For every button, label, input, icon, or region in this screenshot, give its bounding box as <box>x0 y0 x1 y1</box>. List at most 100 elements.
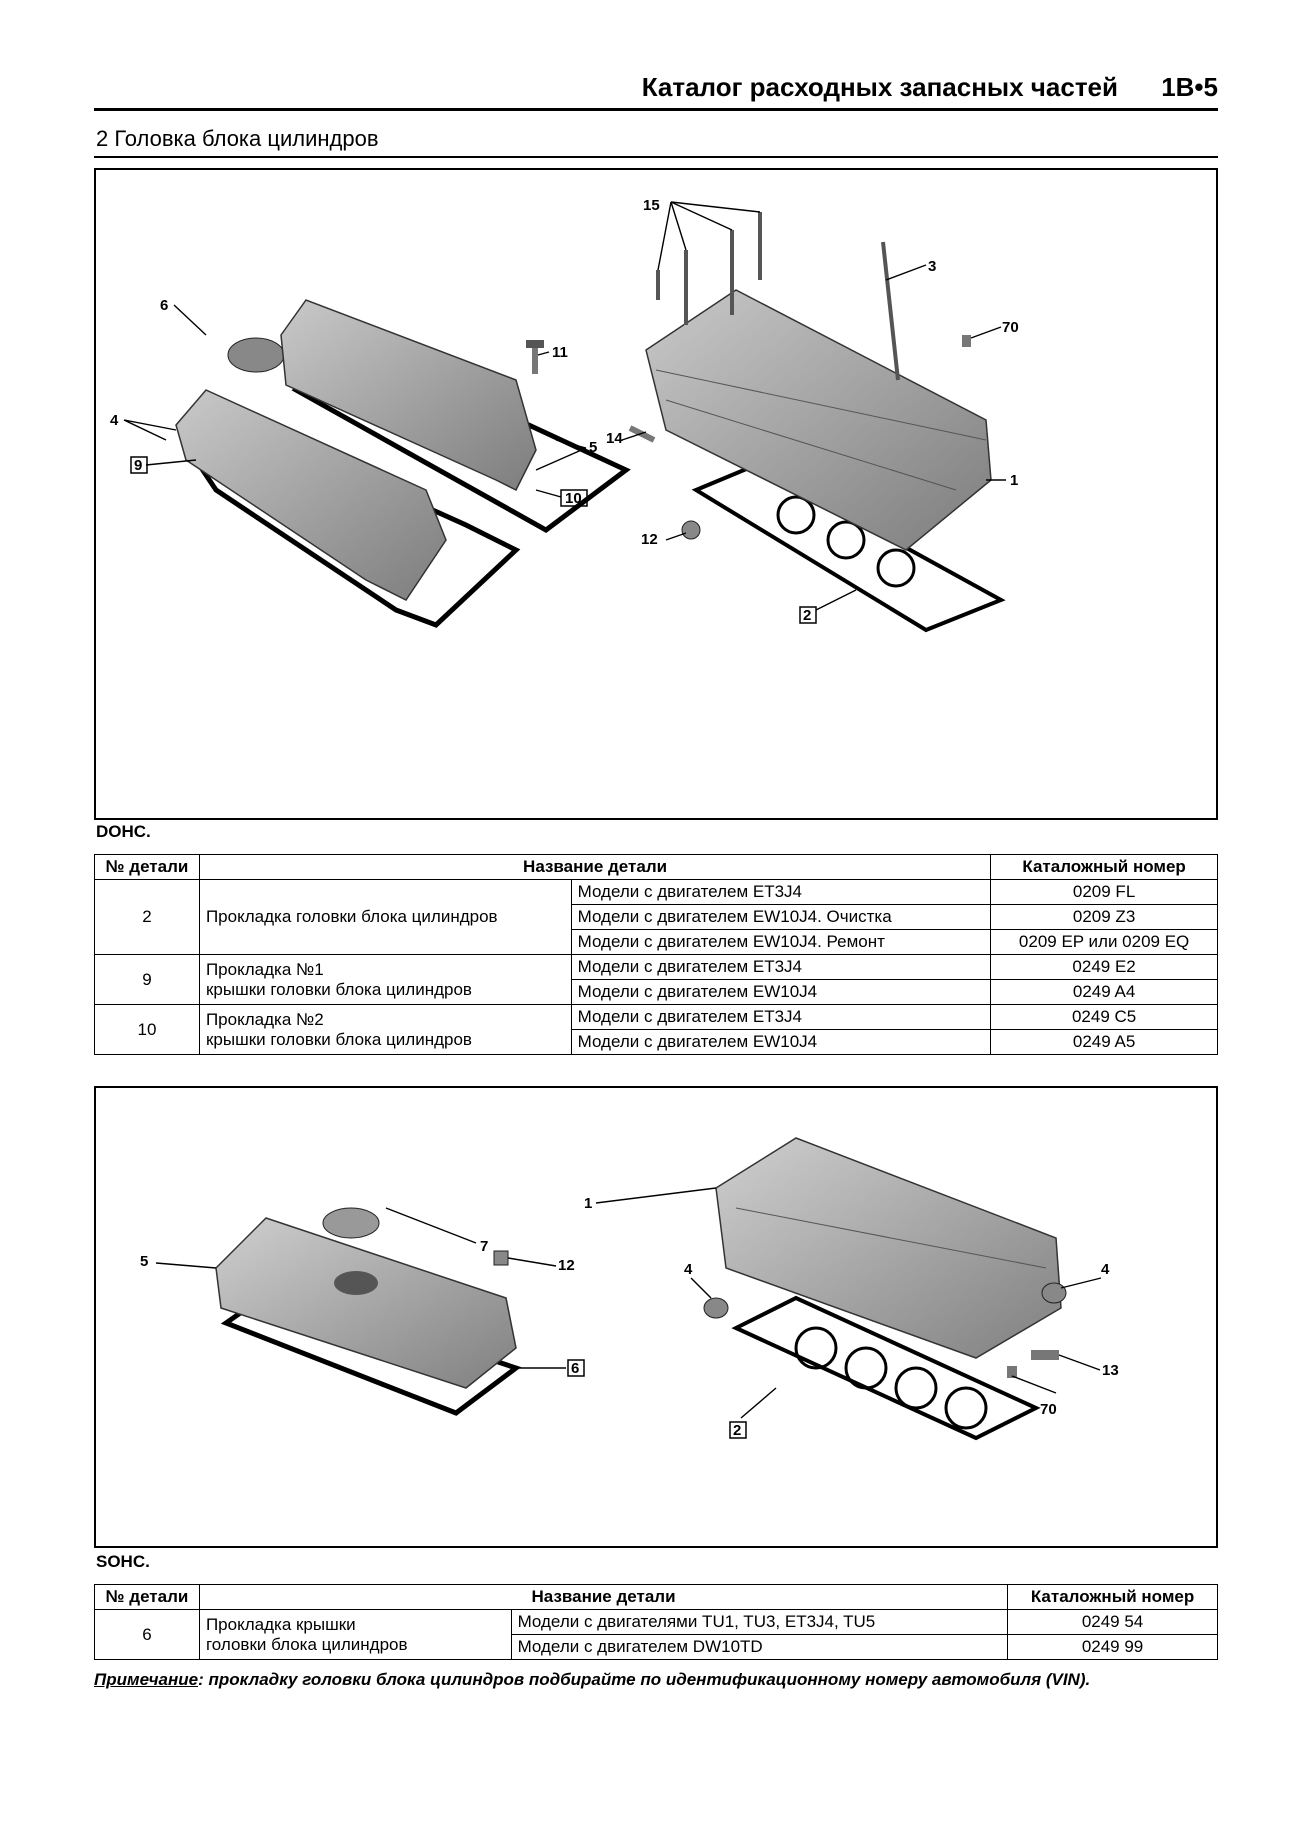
catalog-cell: 0209 Z3 <box>990 904 1218 930</box>
callout-4-right: 4 <box>1101 1261 1110 1278</box>
header-part-number: № детали <box>94 1584 200 1610</box>
caption-sohc: SOHC. <box>96 1552 150 1571</box>
dohc-illustration: 15 3 70 6 11 4 9 5 10 14 1 12 2 <box>110 197 1019 633</box>
callout-14: 14 <box>606 430 623 447</box>
catalog-cell: 0249 A5 <box>990 1029 1218 1055</box>
callout-13: 13 <box>1102 1362 1119 1379</box>
part-name-line2: крышки головки блока цилиндров <box>205 1029 472 1049</box>
nut-12 <box>493 1250 509 1266</box>
part-name: Прокладка №2 крышки головки блока цилинд… <box>198 1004 572 1055</box>
cylinder-head <box>645 289 992 551</box>
catalog-cell: 0249 54 <box>1007 1609 1218 1635</box>
part-name: Прокладка №1 крышки головки блока цилинд… <box>198 954 572 1005</box>
callout-4-left: 4 <box>684 1261 693 1278</box>
callout-2: 2 <box>733 1422 741 1439</box>
part-name-line1: Прокладка №1 <box>205 959 324 979</box>
part-number: 6 <box>94 1609 200 1660</box>
leader-lines-sohc <box>155 1187 1102 1419</box>
plugs-and-sensor <box>703 1282 1067 1378</box>
model-cell: Модели с двигателем DW10TD <box>510 1634 1009 1660</box>
part-name-line1: Прокладка №2 <box>205 1009 324 1029</box>
catalog-cell: 0209 FL <box>990 879 1218 905</box>
part-number: 10 <box>94 1004 200 1055</box>
part-name-line1: Прокладка крышки <box>205 1614 356 1634</box>
callout-11: 11 <box>552 344 568 361</box>
page-number: 1B•5 <box>1161 72 1218 102</box>
leader-lines <box>123 201 1006 611</box>
callout-3: 3 <box>928 258 936 275</box>
oil-filler-cap <box>227 337 285 373</box>
catalog-cell: 0249 E2 <box>990 954 1218 980</box>
valve-cover-right <box>280 299 537 492</box>
table-row: 6 Прокладка крышки головки блока цилиндр… <box>94 1609 1218 1660</box>
section-title: 2 Головка блока цилиндров <box>96 126 379 151</box>
table-row: Модели с двигателем EW10J4 0249 A5 <box>95 1029 1218 1055</box>
header-title: Каталог расходных запасных частей <box>641 72 1118 102</box>
parts-table-sohc: № детали Название детали Каталожный номе… <box>94 1584 1218 1660</box>
table-row: 10 Прокладка №2 крышки головки блока цил… <box>94 1004 1218 1055</box>
part-number: 9 <box>94 954 200 1005</box>
oil-filler-cap-sohc <box>322 1207 380 1239</box>
footnote: Примечание: прокладку головки блока цили… <box>94 1670 1090 1690</box>
valve-cover-left <box>175 389 447 601</box>
callout-6: 6 <box>571 1360 579 1377</box>
callout-1: 1 <box>584 1195 592 1212</box>
part-name-line2: крышки головки блока цилиндров <box>205 979 472 999</box>
callout-70: 70 <box>1002 319 1019 336</box>
catalog-cell: 0249 A4 <box>990 979 1218 1005</box>
part-number: 2 <box>94 879 200 955</box>
table-row: Модели с двигателем EW10J4 0249 A4 <box>95 979 1218 1005</box>
bolt-11 <box>526 340 544 374</box>
header-part-name: Название детали <box>198 854 992 880</box>
callout-4: 4 <box>110 412 119 429</box>
callout-15: 15 <box>643 197 660 214</box>
callout-9: 9 <box>134 457 142 474</box>
part-name: Прокладка крышки головки блока цилиндров <box>198 1609 512 1660</box>
page-header: Каталог расходных запасных частей 1B•5 <box>94 68 1218 111</box>
header-catalog-number: Каталожный номер <box>990 854 1218 880</box>
table-row: Модели с двигателем DW10TD 0249 99 <box>95 1634 1218 1660</box>
callout-70: 70 <box>1040 1401 1057 1418</box>
callout-12: 12 <box>641 531 658 548</box>
catalog-cell: 0249 C5 <box>990 1004 1218 1030</box>
table-row: 9 Прокладка №1 крышки головки блока цили… <box>94 954 1218 1005</box>
head-bolts <box>628 212 971 540</box>
table-row: Модели с двигателем EW10J4. Ремонт 0209 … <box>95 929 1218 955</box>
table-row: Модели с двигателем EW10J4. Очистка 0209… <box>95 904 1218 930</box>
part-name-line2: головки блока цилиндров <box>205 1634 408 1654</box>
model-cell: Модели с двигателем ET3J4 <box>570 879 992 905</box>
header-part-name: Название детали <box>198 1584 1009 1610</box>
callout-5: 5 <box>589 439 597 456</box>
valve-cover-sohc <box>215 1217 517 1389</box>
model-cell: Модели с двигателем ET3J4 <box>570 1004 992 1030</box>
catalog-cell: 0209 EP или 0209 EQ <box>990 929 1218 955</box>
callout-1: 1 <box>1010 472 1018 489</box>
cylinder-head-sohc <box>715 1137 1062 1359</box>
model-cell: Модели с двигателем EW10J4. Ремонт <box>570 929 992 955</box>
note-label: Примечание <box>94 1670 199 1689</box>
header-catalog-number: Каталожный номер <box>1007 1584 1218 1610</box>
model-cell: Модели с двигателем ET3J4 <box>570 954 992 980</box>
parts-table-dohc: № детали Название детали Каталожный номе… <box>94 854 1218 1055</box>
model-cell: Модели с двигателем EW10J4. Очистка <box>570 904 992 930</box>
sohc-illustration: 7 5 12 6 1 4 4 13 70 2 <box>140 1137 1119 1441</box>
model-cell: Модели с двигателем EW10J4 <box>570 979 992 1005</box>
model-cell: Модели с двигателями TU1, TU3, ET3J4, TU… <box>510 1609 1009 1635</box>
callout-12: 12 <box>558 1257 575 1274</box>
note-text: : прокладку головки блока цилиндров подб… <box>198 1670 1091 1689</box>
callout-10: 10 <box>565 490 582 507</box>
catalog-cell: 0249 99 <box>1007 1634 1218 1660</box>
figure-sohc: 7 5 12 6 1 4 4 13 70 2 <box>94 1086 1218 1548</box>
callout-6: 6 <box>160 297 168 314</box>
cylinder-head-gasket-sohc <box>731 1295 1041 1441</box>
caption-dohc: DOHC. <box>96 822 151 841</box>
table-row: 2 Прокладка головки блока цилиндров Моде… <box>94 879 1218 955</box>
section-heading: 2 Головка блока цилиндров <box>94 124 1218 158</box>
callout-2: 2 <box>803 607 811 624</box>
part-name: Прокладка головки блока цилиндров <box>198 879 572 955</box>
model-cell: Модели с двигателем EW10J4 <box>570 1029 992 1055</box>
cylinder-head-gasket <box>691 462 1006 633</box>
callout-7: 7 <box>480 1238 488 1255</box>
callout-5: 5 <box>140 1253 148 1270</box>
header-part-number: № детали <box>94 854 200 880</box>
